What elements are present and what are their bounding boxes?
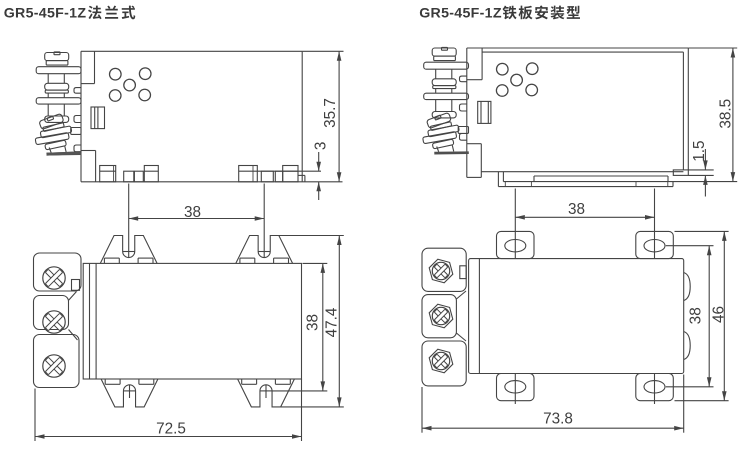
- svg-text:35.7: 35.7: [322, 98, 339, 128]
- svg-text:38: 38: [305, 314, 322, 331]
- svg-text:38.5: 38.5: [718, 99, 735, 129]
- svg-text:47.4: 47.4: [324, 307, 341, 337]
- svg-text:72.5: 72.5: [156, 420, 186, 437]
- svg-text:1.5: 1.5: [691, 140, 708, 161]
- svg-text:38: 38: [688, 307, 705, 324]
- svg-text:3: 3: [313, 142, 330, 151]
- svg-text:73.8: 73.8: [543, 410, 573, 427]
- svg-text:46: 46: [711, 306, 728, 323]
- svg-text:38: 38: [184, 204, 201, 221]
- svg-text:GR5-45F-1Z: GR5-45F-1Z: [419, 5, 502, 21]
- svg-text:GR5-45F-1Z: GR5-45F-1Z: [4, 5, 87, 21]
- svg-text:38: 38: [568, 201, 585, 218]
